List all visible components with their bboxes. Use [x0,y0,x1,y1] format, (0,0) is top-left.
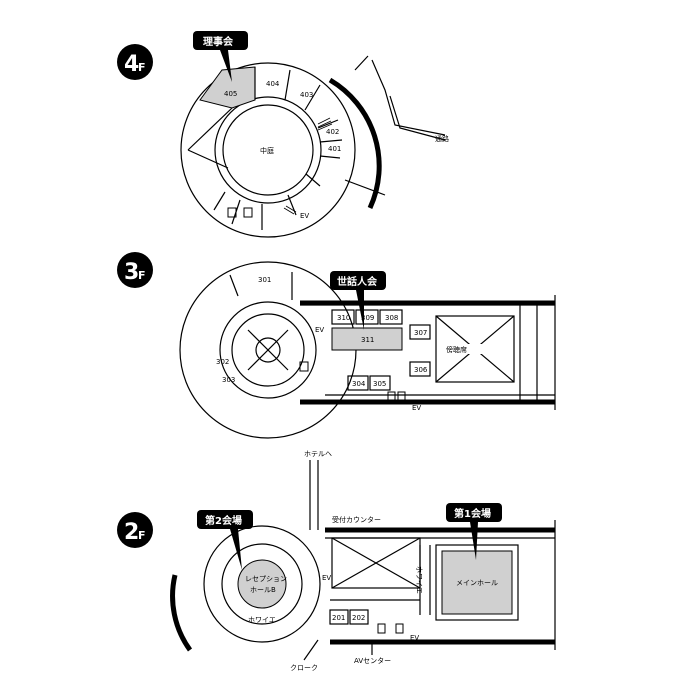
svg-text:2: 2 [124,520,139,545]
room-label-404: 404 [266,80,280,88]
floor-badge-2f: 2 F [117,512,153,548]
room-label-405: 405 [224,90,237,98]
room-label-308: 308 [385,314,398,322]
room-label-403: 403 [300,91,313,99]
floor-4f: 4 F 405 404 403 402 401 中庭 [117,31,449,238]
restroom-icon [243,207,253,218]
courtyard-label: 中庭 [260,146,274,155]
main-hall[interactable] [441,550,513,615]
elevator-label-2f-bottom: EV [410,634,419,642]
restroom-icon [395,623,404,634]
room-311-3f[interactable] [331,327,403,351]
floor-3f: 3 F 301 302 303 310 309 308 311 304 [117,252,556,439]
svg-text:F: F [138,269,146,282]
main-hall-label: メインホール [456,579,498,587]
room-label-309: 309 [361,314,374,322]
room-label-311: 311 [361,336,374,344]
svg-text:第1会場: 第1会場 [454,507,491,520]
audience-gallery-label: 傍聴席 [446,345,467,354]
floor-badge-4f: 4 F [117,44,153,80]
room-label-310: 310 [337,314,350,322]
restroom-icon [397,391,406,402]
restroom-icon [387,391,396,402]
svg-text:F: F [138,61,146,74]
room-label-402: 402 [326,128,339,136]
room-label-202: 202 [352,614,365,622]
svg-text:3: 3 [124,260,139,285]
hall-b-label-line1: レセプション [245,575,287,583]
reception-hall-b[interactable] [237,559,287,609]
svg-text:世話人会: 世話人会 [337,275,377,288]
reception-counter-label: 受付カウンター [332,515,381,524]
restroom-icon [377,623,386,634]
elevator-label-3f-left: EV [315,326,324,334]
restroom-icon [227,207,237,218]
restroom-icon [299,361,309,372]
callout-board-room: 理事会 [193,31,248,82]
svg-text:第2会場: 第2会場 [205,514,242,527]
callout-organizers-meeting: 世話人会 [330,271,386,330]
floor-2f: 2 F レセプション ホールB ホワイエ クローク ホテルへ EV 受付カウンタ… [117,450,556,672]
room-label-304: 304 [352,380,366,388]
floor-badge-3f: 3 F [117,252,153,288]
room-label-201: 201 [332,614,345,622]
svg-text:F: F [138,529,146,542]
av-center-label: AVセンター [354,656,391,665]
hall-b-label-line2: ホールB [250,586,276,594]
callout-first-venue: 第1会場 [446,503,502,560]
room-label-303: 303 [222,376,235,384]
room-label-401: 401 [328,145,341,153]
foyer-label-2f: ホワイエ [248,616,276,624]
foyer-vertical-label: ホワイエ [415,566,423,594]
room-label-302: 302 [216,358,229,366]
room-label-307: 307 [414,329,427,337]
passage-label: 通路 [435,134,449,143]
room-label-306: 306 [414,366,428,374]
callout-second-venue: 第2会場 [197,510,253,570]
room-label-305: 305 [373,380,386,388]
stairs-icon [283,117,333,215]
elevator-label-4f: EV [300,212,309,220]
cloak-label: クローク [290,664,318,672]
room-label-301: 301 [258,276,271,284]
svg-text:4: 4 [124,52,139,77]
elevator-label-3f-bottom: EV [412,404,421,412]
to-hotel-label: ホテルへ [304,450,332,458]
elevator-label-2f-left: EV [322,574,331,582]
svg-text:理事会: 理事会 [203,35,233,48]
